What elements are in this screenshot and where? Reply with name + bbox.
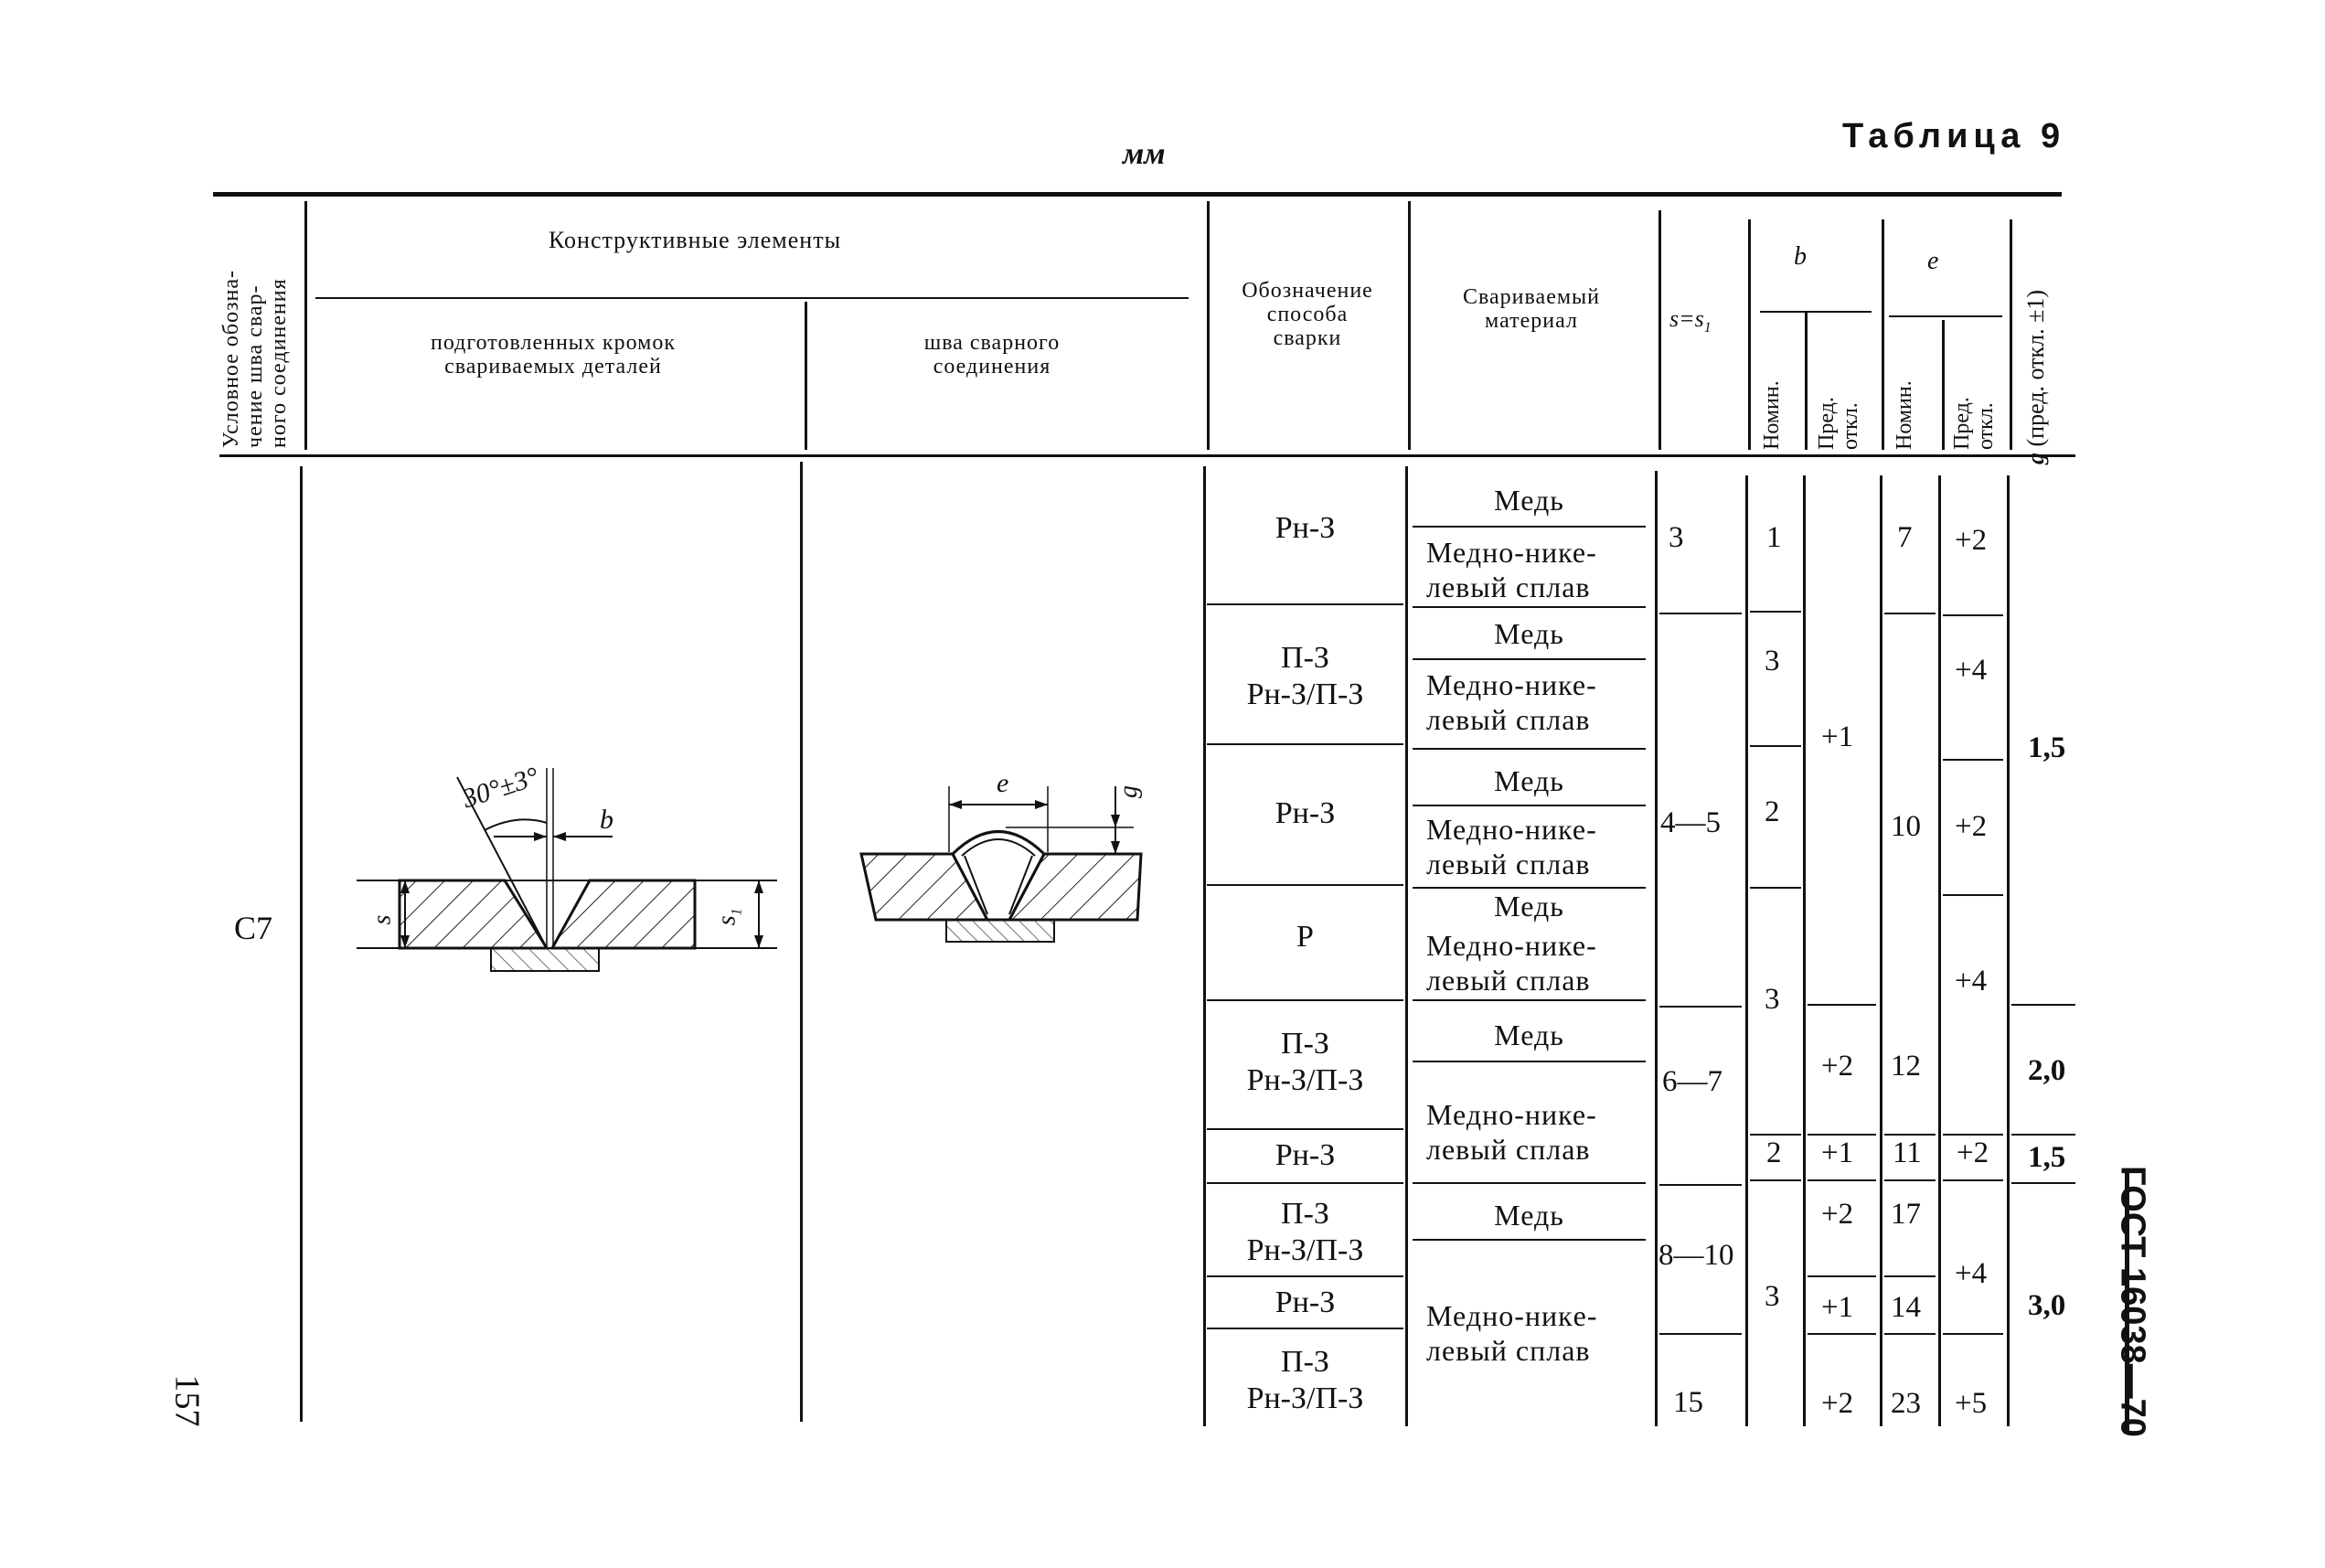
material-cell: Медь	[1494, 1199, 1564, 1232]
prepared-edges-drawing	[357, 768, 777, 972]
b-nomin-value: 3	[1765, 1280, 1780, 1313]
units-label: мм	[1123, 137, 1166, 171]
col-b: b	[1794, 242, 1807, 271]
e-nomin-value: 23	[1891, 1387, 1921, 1420]
b-pred-value: +1	[1821, 1291, 1854, 1324]
b-nomin-value: 3	[1765, 645, 1780, 677]
col-s: s=s1	[1669, 305, 1712, 336]
b-pred-value: +2	[1821, 1387, 1854, 1420]
e-nomin-value: 10	[1891, 810, 1921, 843]
s-value: 4—5	[1660, 806, 1721, 839]
e-nomin-value: 12	[1891, 1050, 1921, 1083]
material-cell: Медь	[1494, 484, 1564, 517]
col-constructive: Конструктивные элементы	[549, 227, 842, 253]
e-nomin-value: 17	[1891, 1198, 1921, 1231]
g-value: 2,0	[2028, 1054, 2066, 1087]
e-pred-value: +4	[1955, 1257, 1988, 1290]
col-e-nomin: Номин.	[1893, 380, 1916, 450]
material-cell: Медь	[1494, 1019, 1564, 1051]
s-label: s	[368, 914, 397, 925]
material-cell: Медно-нике-левый сплав	[1426, 813, 1597, 880]
col-prepared-edges: подготовленных кромок свариваемых детале…	[431, 331, 676, 379]
table-title: Таблица 9	[1842, 117, 2066, 155]
col-g: g (пред. откл. ±1)	[2022, 289, 2049, 464]
col-weld-seam: шва сварного соединения	[923, 331, 1061, 379]
b-nomin-value: 2	[1765, 795, 1780, 828]
method-cell: Рн-З	[1274, 796, 1336, 830]
material-cell: Медно-нике-левый сплав	[1426, 536, 1597, 603]
table-header-rule	[219, 454, 2075, 457]
method-cell: Р	[1296, 920, 1314, 954]
g-height-label: g	[1115, 785, 1143, 798]
g-value: 1,5	[2028, 731, 2066, 764]
e-pred-value: +2	[1955, 810, 1988, 843]
e-nomin-value: 14	[1891, 1291, 1921, 1324]
col-method: Обозначение способа сварки	[1242, 279, 1373, 350]
s1-label: s1	[712, 908, 745, 926]
g-value: 1,5	[2028, 1141, 2066, 1174]
col-b-nomin: Номин.	[1760, 380, 1784, 450]
table-top-rule	[213, 192, 2062, 197]
col-designation: Условное обозна- чение шва свар- ного со…	[219, 269, 291, 448]
material-cell: Медь	[1494, 890, 1564, 923]
page-number: 157	[167, 1374, 207, 1427]
e-pred-value: +2	[1957, 1136, 1989, 1169]
b-nomin-value: 2	[1766, 1136, 1782, 1169]
b-nomin-value: 1	[1766, 521, 1782, 554]
b-pred-value: +2	[1821, 1198, 1854, 1231]
col-e-pred: Пред.откл.	[1950, 397, 1998, 450]
row-label-c7: С7	[234, 910, 273, 946]
standard-label: ГОСТ 16038—70	[2113, 1166, 2152, 1437]
e-pred-value: +4	[1955, 654, 1988, 687]
method-cell: Рн-З	[1274, 1138, 1336, 1172]
e-nomin-value: 7	[1897, 521, 1913, 554]
s-value: 8—10	[1658, 1239, 1734, 1272]
b-pred-value: +1	[1821, 1136, 1854, 1169]
material-cell: Медь	[1494, 764, 1564, 797]
e-pred-value: +4	[1955, 965, 1988, 997]
g-value: 3,0	[2028, 1289, 2066, 1322]
col-b-pred: Пред.откл.	[1815, 397, 1862, 450]
s-value: 6—7	[1662, 1065, 1722, 1098]
method-cell: Рн-З	[1274, 1285, 1336, 1319]
method-cell: Рн-З	[1274, 511, 1336, 545]
col-e: e	[1927, 247, 1939, 275]
weld-seam-drawing	[859, 786, 1143, 943]
material-cell: Медно-нике-левый сплав	[1426, 668, 1597, 736]
col-material: Свариваемый материал	[1463, 285, 1600, 333]
material-cell: Медно-нике-левый сплав	[1426, 1098, 1597, 1166]
s-value: 15	[1673, 1386, 1703, 1419]
material-cell: Медно-никe-левый сплав	[1426, 1299, 1598, 1367]
e-pred-value: +2	[1955, 524, 1988, 557]
standard-side-rule	[2125, 1170, 2129, 1431]
b-gap-label: b	[600, 805, 613, 835]
e-nomin-value: 11	[1893, 1136, 1922, 1169]
e-pred-value: +5	[1955, 1387, 1988, 1420]
material-cell: Медь	[1494, 617, 1564, 650]
b-nomin-value: 3	[1765, 983, 1780, 1016]
e-width-label: e	[997, 768, 1009, 798]
material-cell: Медно-нике-левый сплав	[1426, 929, 1597, 997]
s-value: 3	[1669, 521, 1684, 554]
b-pred-value: +1	[1821, 720, 1854, 753]
b-pred-value: +2	[1821, 1050, 1854, 1083]
